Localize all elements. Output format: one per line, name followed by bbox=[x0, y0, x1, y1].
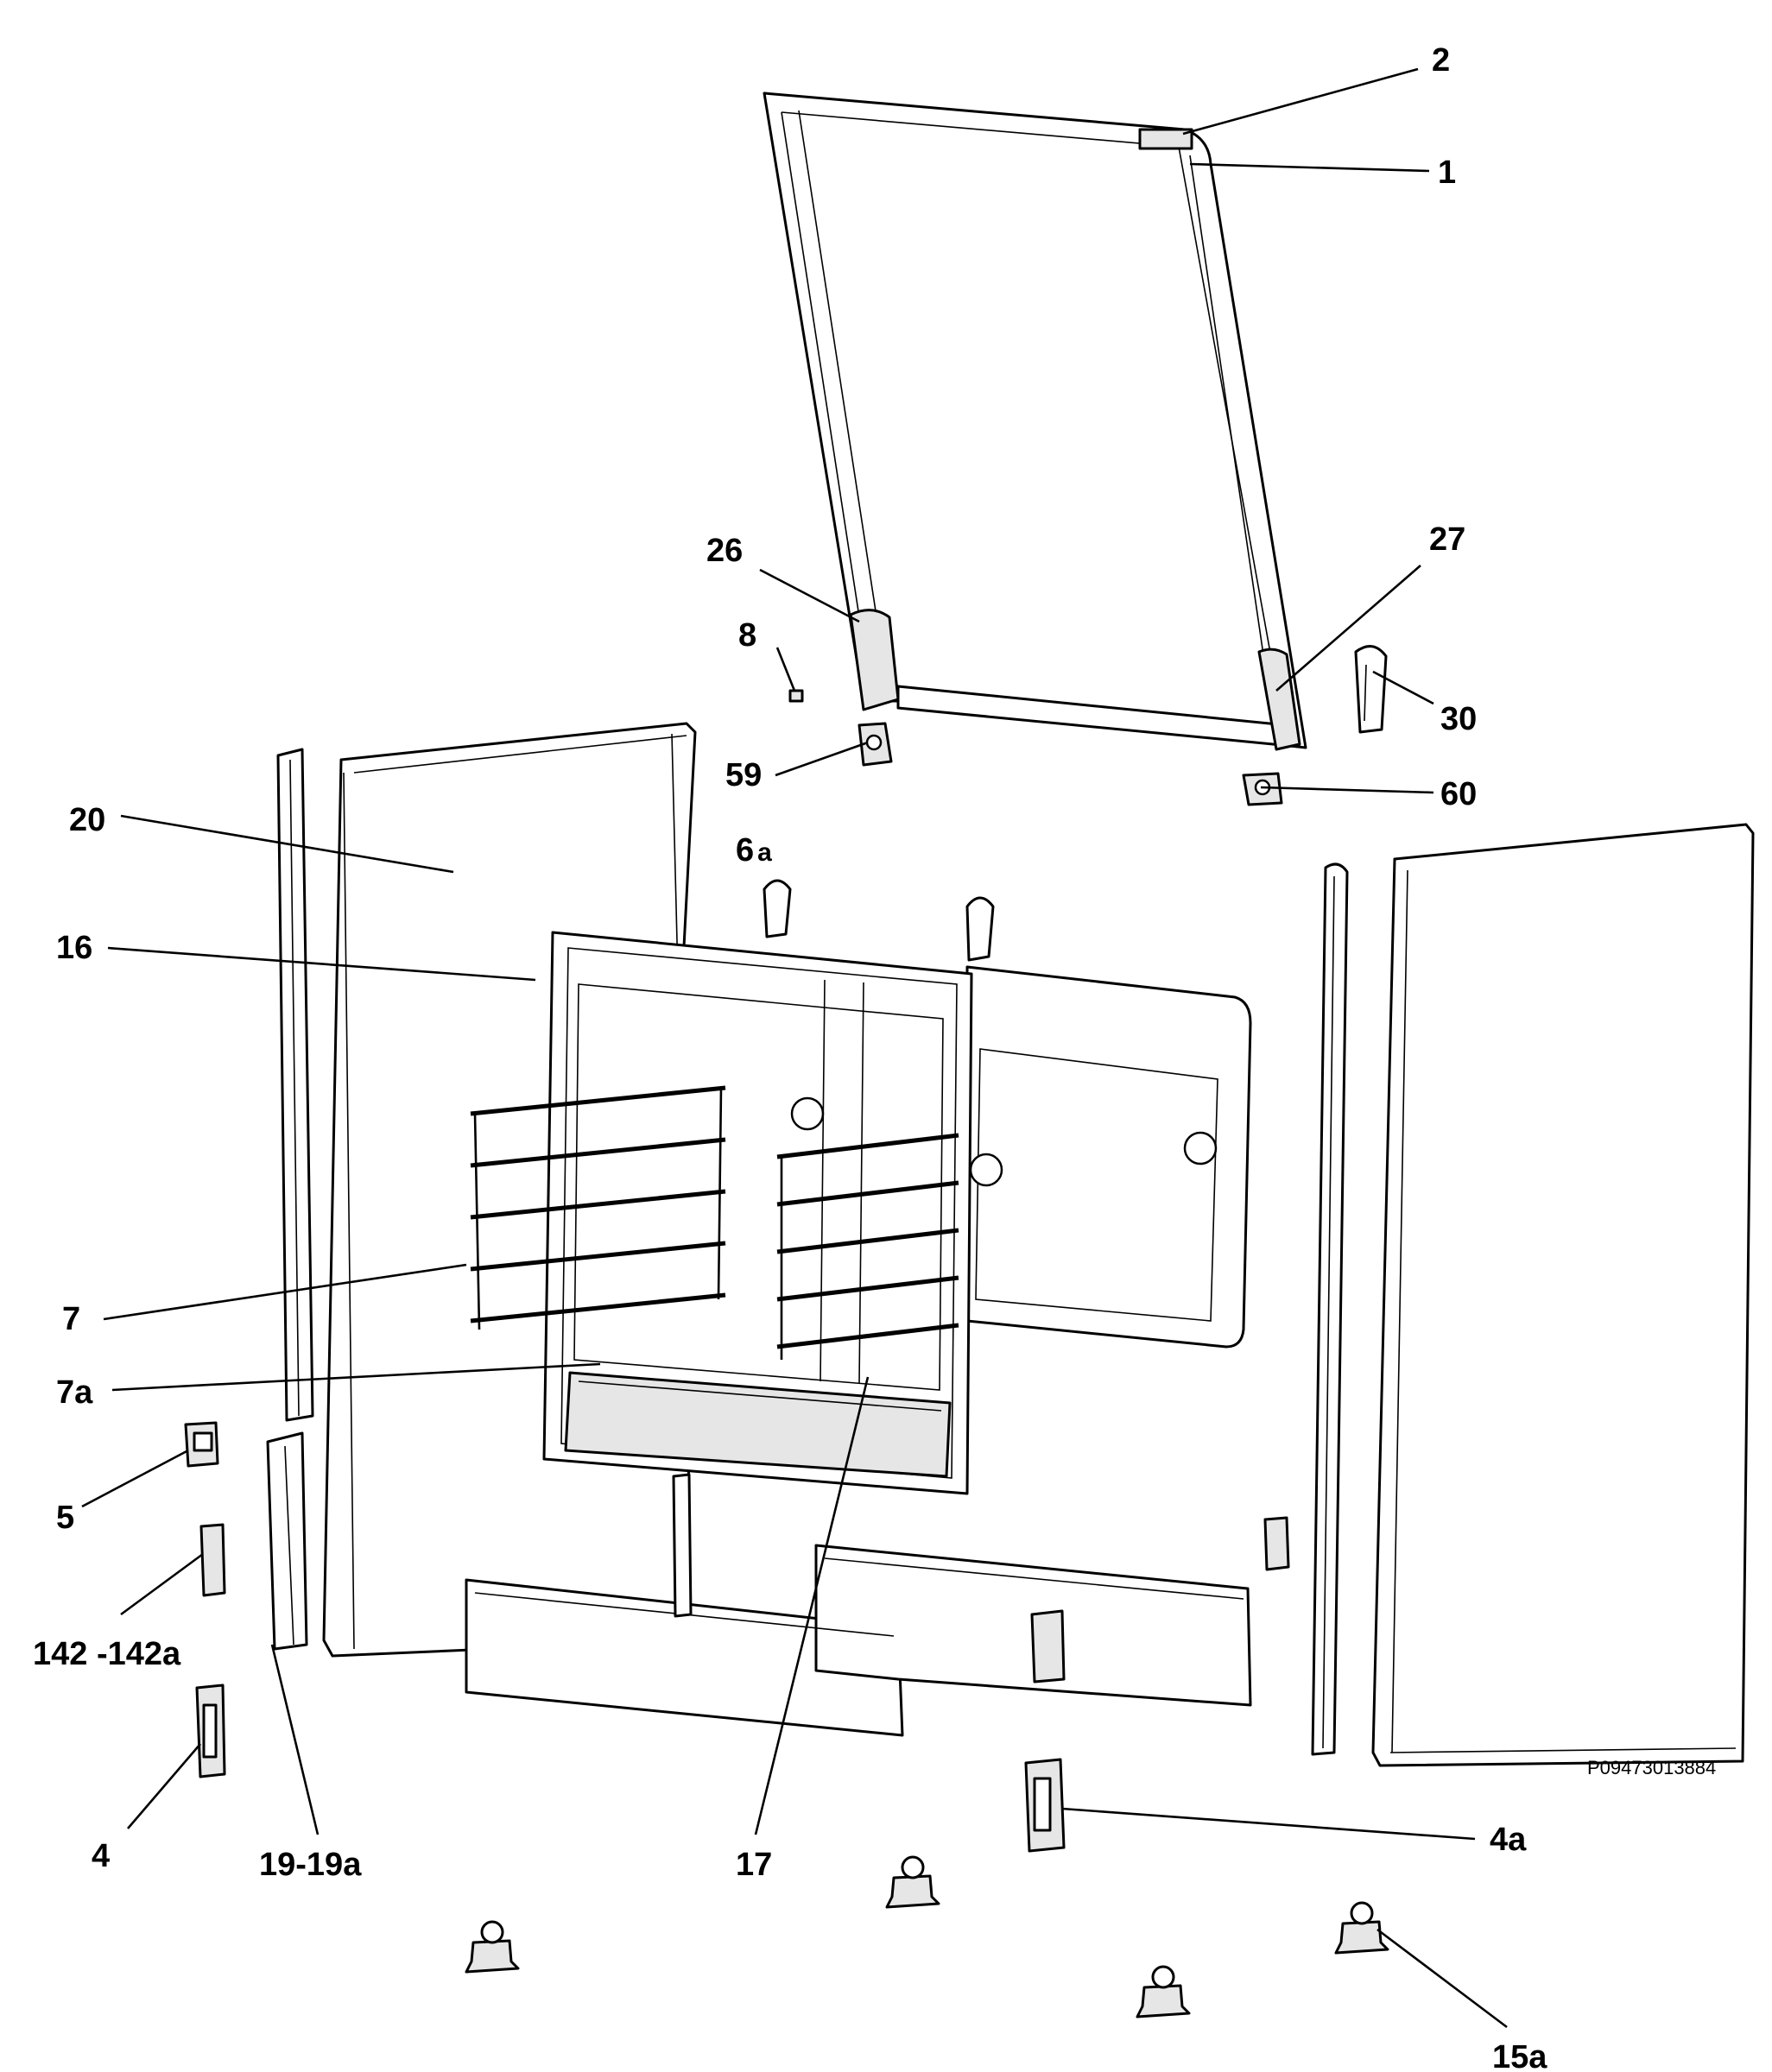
part-bracket-60 bbox=[1242, 772, 1283, 806]
part-bracket-59 bbox=[858, 722, 893, 767]
label-30: 30 bbox=[1440, 701, 1477, 737]
label-19-19a: 19-19a bbox=[259, 1847, 362, 1883]
label-2: 2 bbox=[1432, 42, 1450, 79]
part-right-vertical-strip bbox=[1263, 862, 1349, 1756]
part-clip-30 bbox=[1354, 645, 1388, 734]
part-rack-7a bbox=[776, 1133, 959, 1360]
part-5-bracket bbox=[184, 1421, 219, 1468]
label-5: 5 bbox=[56, 1500, 74, 1536]
label-16: 16 bbox=[56, 930, 92, 966]
label-8: 8 bbox=[738, 617, 756, 654]
part-top-frame bbox=[763, 92, 1307, 749]
label-142-142a: 142 -142a bbox=[33, 1636, 181, 1672]
part-left-vertical-strip bbox=[266, 748, 314, 1651]
part-screw bbox=[775, 647, 804, 703]
label-59: 59 bbox=[725, 757, 762, 793]
label-60: 60 bbox=[1440, 776, 1477, 812]
label-1: 1 bbox=[1438, 155, 1456, 191]
part-hinge-left bbox=[849, 609, 900, 711]
label-15a: 15a bbox=[1492, 2039, 1547, 2072]
label-20: 20 bbox=[69, 802, 105, 838]
part-4-hinge bbox=[195, 1684, 226, 1778]
label-7a: 7a bbox=[56, 1374, 93, 1411]
part-oven-cavity bbox=[542, 931, 1252, 1495]
label-26: 26 bbox=[706, 533, 743, 569]
part-plinth bbox=[465, 1473, 1252, 1737]
label-17: 17 bbox=[736, 1847, 772, 1883]
leader-lines bbox=[81, 67, 1508, 2029]
document-reference: P09473013884 bbox=[1587, 1757, 1716, 1778]
part-hinge-right bbox=[1257, 648, 1301, 751]
part-feet bbox=[465, 1855, 1389, 2018]
part-clip-6a bbox=[763, 879, 995, 962]
part-rack-7 bbox=[470, 1085, 726, 1330]
part-142-bracket bbox=[199, 1523, 226, 1597]
label-4a: 4a bbox=[1490, 1822, 1527, 1858]
part-right-side-panel bbox=[1371, 823, 1755, 1767]
label-27: 27 bbox=[1429, 521, 1465, 558]
label-4: 4 bbox=[92, 1838, 110, 1874]
label-7: 7 bbox=[62, 1301, 80, 1337]
part-4a-hinge bbox=[1024, 1758, 1066, 1853]
